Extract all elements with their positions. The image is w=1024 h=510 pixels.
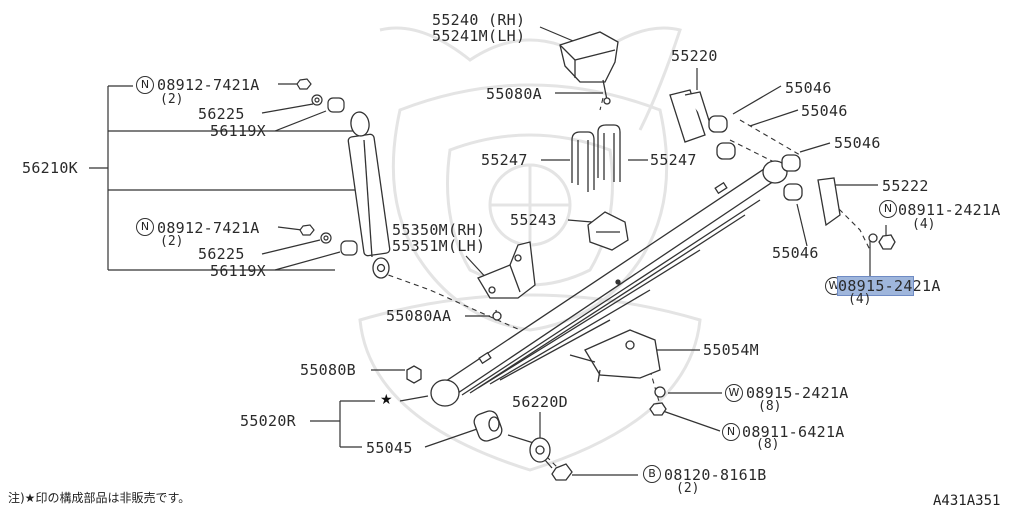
u-bolt-icon [571,124,621,192]
label-56210k[interactable]: 56210K [22,159,78,177]
label-55046-1[interactable]: 55046 [785,79,832,97]
spring-plate-icon [569,329,667,416]
qty-08915-2421a: (4) [848,292,872,307]
spring-pin-icon [507,434,551,463]
label-55054m[interactable]: 55054M [703,341,759,359]
leaf-spring-icon [430,160,788,407]
label-55046-3[interactable]: 55046 [834,134,881,152]
label-55220[interactable]: 55220 [671,47,718,65]
label-55080a[interactable]: 55080A [486,85,542,103]
qty-08912-7421a-2: (2) [160,234,184,249]
label-55247-right[interactable]: 55247 [650,151,697,169]
figure-id: A431A351 [933,493,1001,509]
label-55080b[interactable]: 55080B [300,361,356,379]
selection-highlight: 08915-24 [837,276,914,296]
label-55351m[interactable]: 55351M(LH) [392,237,486,255]
shackle-plate-icon [817,177,896,250]
label-08912-7421a-1[interactable]: 08912-7421A [157,76,260,94]
bushing-icon [473,410,503,442]
label-08911-6421a[interactable]: 08911-6421A [742,423,845,441]
shock-absorber-icon [347,111,391,279]
shock-hardware-icon [296,78,358,256]
qty-08911-2421a: (4) [912,217,936,232]
footnote: 注)★印の構成部品は非販売です。 [8,491,191,505]
leader-lines [89,26,887,476]
label-56119x-2[interactable]: 56119X [210,262,266,280]
qty-08912-7421a-1: (2) [160,92,184,107]
shackle-icon [669,89,803,201]
label-55243[interactable]: 55243 [510,211,557,229]
label-55241m[interactable]: 55241M(LH) [432,27,526,45]
label-08915-rest: 21A [912,277,941,295]
label-08912-7421a-2[interactable]: 08912-7421A [157,219,260,237]
bolt-icon [544,459,573,481]
label-55240[interactable]: 55240 (RH) [432,11,526,29]
label-08915-2421a-selected[interactable]: 08915-2421A [837,276,941,296]
spring-seat-pad-icon [587,211,629,251]
label-55222[interactable]: 55222 [882,177,929,195]
qty-08120-8161b: (2) [676,481,700,496]
label-08911-2421a[interactable]: 08911-2421A [898,201,1001,219]
label-55046-2[interactable]: 55046 [801,102,848,120]
nut-icon [406,365,422,384]
circle-b-icon: B [643,465,661,483]
label-55247-left[interactable]: 55247 [481,151,528,169]
label-56220d[interactable]: 56220D [512,393,568,411]
qty-08915-2421a-8: (8) [758,399,782,414]
circle-n-icon: N [136,76,154,94]
label-08915-2421a-8[interactable]: 08915-2421A [746,384,849,402]
label-55045[interactable]: 55045 [366,439,413,457]
dashed-lines [379,97,871,471]
label-55020r[interactable]: 55020R [240,412,296,430]
star-icon: ★ [380,392,393,408]
label-56225-2[interactable]: 56225 [198,245,245,263]
circle-n-icon: N [722,423,740,441]
circle-n-icon: N [879,200,897,218]
qty-08911-6421a: (8) [756,437,780,452]
label-08120-8161b[interactable]: 08120-8161B [664,466,767,484]
circle-w-icon: W [725,384,743,402]
label-55080aa[interactable]: 55080AA [386,307,452,325]
spring-mount-bracket-icon [559,31,619,105]
front-hanger-bracket-icon [477,241,536,321]
circle-n-icon: N [136,218,154,236]
label-56225-1[interactable]: 56225 [198,105,245,123]
label-55046-4[interactable]: 55046 [772,244,819,262]
label-55350m[interactable]: 55350M(RH) [392,221,486,239]
label-56119x-1[interactable]: 56119X [210,122,266,140]
